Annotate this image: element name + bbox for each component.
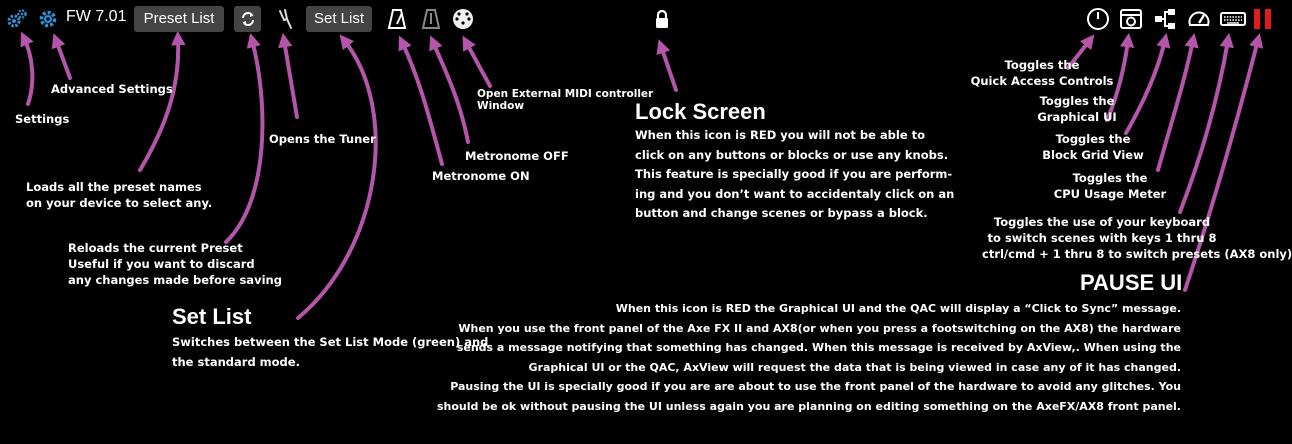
- label-cpu: Toggles the CPU Usage Meter: [1053, 171, 1167, 201]
- keyboard-icon[interactable]: [1220, 7, 1246, 31]
- label-keyboard: Toggles the use of your keyboard to swit…: [982, 215, 1292, 261]
- gauge-icon[interactable]: [1187, 7, 1211, 31]
- arrow-midi: [462, 35, 492, 88]
- arrow-tuner: [278, 32, 299, 119]
- hierarchy-icon[interactable]: [1153, 7, 1177, 31]
- midi-connector-icon[interactable]: [452, 8, 474, 30]
- arrow-keyboard: [1178, 32, 1234, 214]
- lock-screen-title: Lock Screen: [635, 99, 766, 124]
- label-midi: Open External MIDI controller Window: [477, 88, 654, 112]
- arrow-advanced-settings: [51, 33, 72, 80]
- arrow-set-list: [296, 34, 378, 320]
- pause-ui-title: PAUSE UI: [1080, 270, 1183, 295]
- label-advanced-settings: Advanced Settings: [51, 82, 173, 96]
- gear-icon[interactable]: [6, 8, 28, 30]
- arrow-qac: [1066, 34, 1095, 70]
- set-list-title: Set List: [172, 304, 252, 329]
- arrow-graphical-ui: [1105, 32, 1135, 122]
- arrow-settings: [20, 31, 35, 106]
- power-icon[interactable]: [1086, 7, 1110, 31]
- arrow-lock: [656, 39, 678, 92]
- label-preset-list: Loads all the preset names on your devic…: [26, 180, 213, 210]
- lock-screen-description: When this icon is RED you will not be ab…: [635, 128, 955, 221]
- firmware-version: FW 7.01: [66, 8, 127, 25]
- set-list-description: Switches between the Set List Mode (gree…: [172, 335, 489, 369]
- arrow-metronome-off: [429, 35, 470, 144]
- label-metronome-on: Metronome ON: [432, 169, 530, 183]
- reload-button[interactable]: [234, 6, 261, 32]
- label-qac: Toggles the Quick Access Controls: [970, 58, 1114, 88]
- cogs-icon[interactable]: [37, 8, 59, 30]
- arrow-pause: [1183, 33, 1264, 292]
- set-list-button[interactable]: Set List: [306, 6, 372, 32]
- label-reload: Reloads the current Preset Useful if you…: [68, 241, 282, 287]
- refresh-icon: [241, 12, 254, 26]
- label-graphical-ui: Toggles the Graphical UI: [1037, 94, 1117, 124]
- label-block-grid: Toggles the Block Grid View: [1042, 132, 1144, 162]
- amp-icon[interactable]: [1119, 7, 1143, 31]
- preset-list-button[interactable]: Preset List: [134, 6, 224, 32]
- arrow-cpu: [1156, 32, 1199, 172]
- arrow-metronome-on: [398, 35, 444, 166]
- pause-ui-description: When this icon is RED the Graphical UI a…: [436, 302, 1181, 413]
- metronome-off-icon[interactable]: [420, 8, 442, 30]
- label-settings: Settings: [15, 112, 70, 126]
- label-metronome-off: Metronome OFF: [465, 149, 569, 163]
- tuning-fork-icon[interactable]: [274, 8, 296, 30]
- lock-icon[interactable]: [651, 8, 673, 30]
- arrow-block-grid: [1124, 32, 1171, 135]
- label-tuner: Opens the Tuner: [269, 132, 376, 146]
- pause-icon[interactable]: [1252, 7, 1274, 31]
- arrow-preset-list: [138, 30, 186, 172]
- arrow-reload: [224, 33, 265, 244]
- metronome-icon[interactable]: [386, 8, 408, 30]
